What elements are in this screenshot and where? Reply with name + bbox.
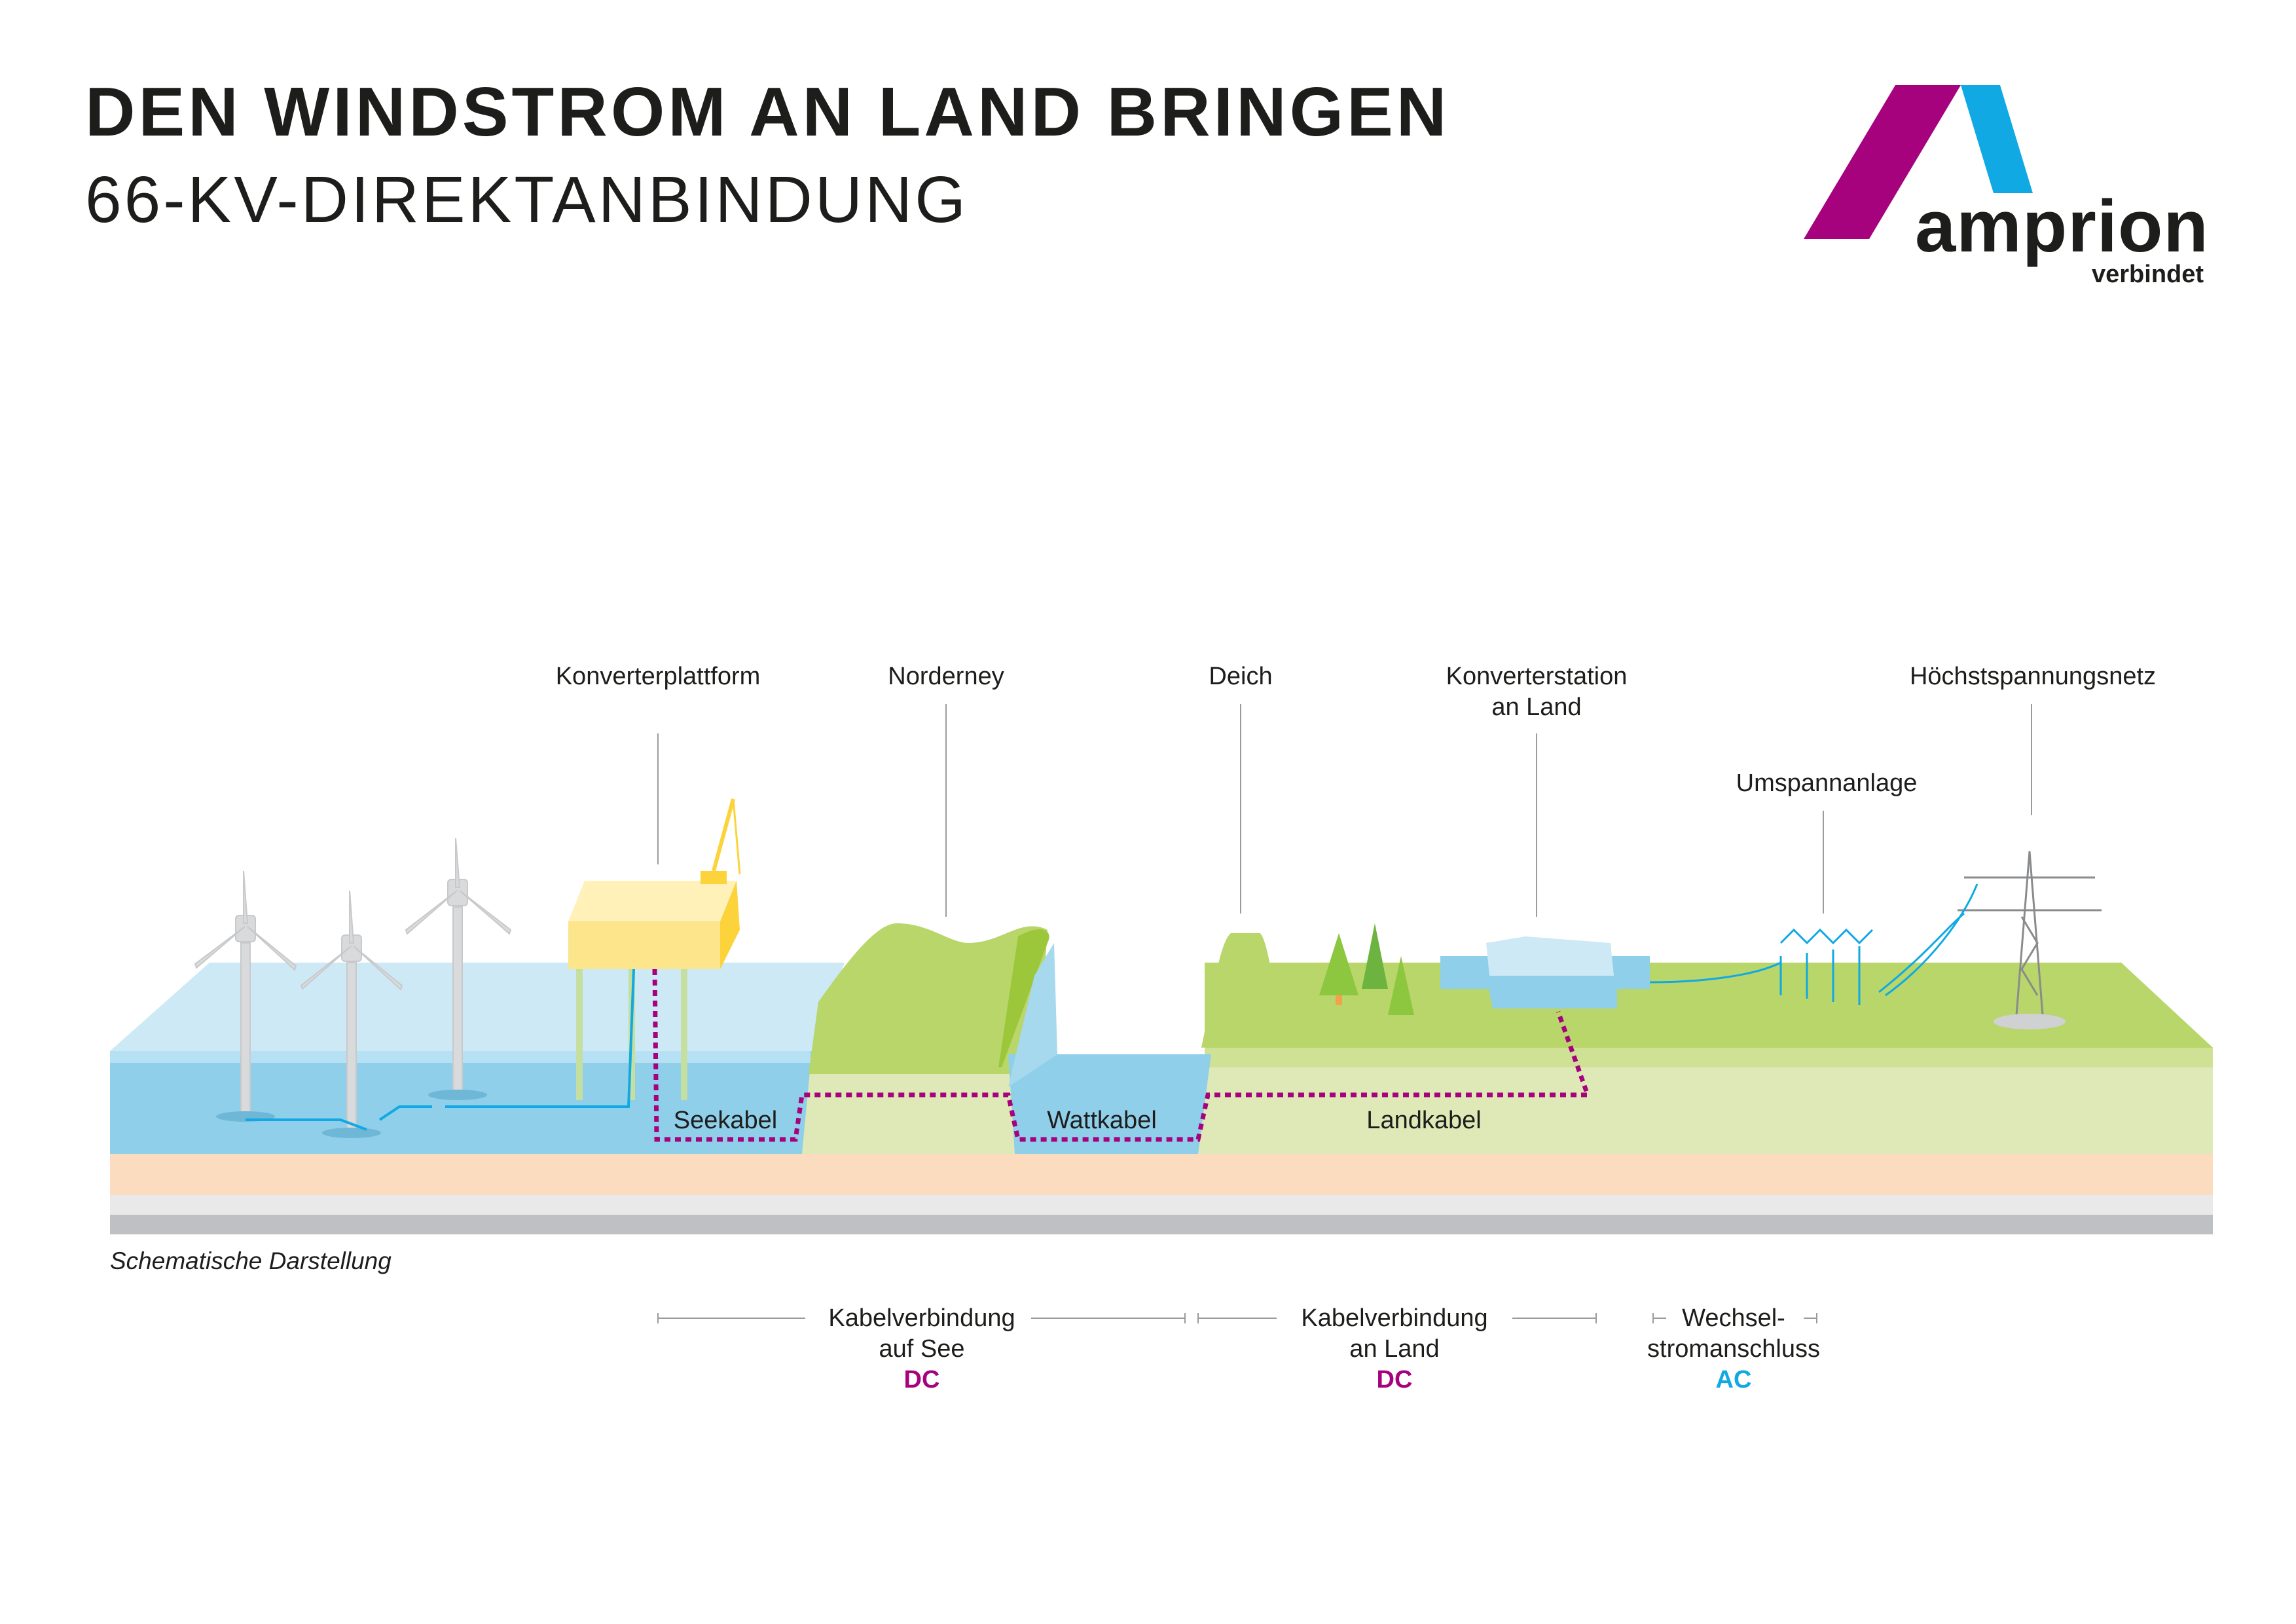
segment-sea-line1: Kabelverbindung: [828, 1304, 1015, 1332]
segment-land-type: DC: [1376, 1366, 1413, 1393]
segment-ac: Wechsel- stromanschluss AC: [1647, 1303, 1820, 1395]
segment-brackets: [657, 1313, 1817, 1323]
label-konverterstation: Konverterstation an Land: [1446, 661, 1628, 723]
segment-ac-line1: Wechsel-: [1682, 1304, 1785, 1332]
page-subtitle: 66-KV-DIREKTANBINDUNG: [85, 163, 969, 236]
wind-turbine-3: [405, 838, 512, 1094]
logo-wordmark: amprion: [1915, 185, 2209, 267]
segment-land-line2: an Land: [1349, 1335, 1440, 1363]
leader-lines: [657, 704, 2032, 917]
konverterplattform-platform: [568, 798, 741, 1100]
label-landkabel: Landkabel: [1366, 1107, 1482, 1134]
ac-cable: [246, 969, 635, 1131]
label-deich: Deich: [1209, 663, 1273, 690]
sand-layer: [110, 1154, 2213, 1195]
grey-layer: [110, 1195, 2213, 1215]
segment-land-line1: Kabelverbindung: [1301, 1304, 1488, 1332]
label-konverterplattform: Konverterplattform: [555, 663, 761, 690]
sea-body: [110, 1051, 812, 1154]
norderney-island: [809, 923, 1048, 1074]
wind-turbine-2: [300, 890, 403, 1130]
segment-ac-type: AC: [1715, 1366, 1752, 1393]
umspannanlage-substation: [1649, 928, 1874, 1005]
segment-sea-type: DC: [903, 1366, 940, 1393]
trees: [1319, 923, 1414, 1015]
wind-turbine-1: [194, 870, 297, 1114]
label-umspannanlage: Umspannanlage: [1736, 769, 1918, 797]
segment-land: Kabelverbindung an Land DC: [1301, 1303, 1487, 1395]
konverterstation-building: [1440, 936, 1650, 1008]
label-konverterstation-line1: Konverterstation: [1446, 663, 1628, 690]
watt-channel: [1008, 1054, 1211, 1154]
label-seekabel: Seekabel: [673, 1107, 778, 1134]
dc-cable: [652, 969, 1591, 1142]
segment-sea: Kabelverbindung auf See DC: [828, 1303, 1015, 1395]
deich: [1201, 933, 1283, 1048]
schematic-note: Schematische Darstellung: [110, 1247, 392, 1274]
bedrock-layer: [110, 1215, 2213, 1234]
label-hoechstspannungsnetz: Höchstspannungsnetz: [1909, 663, 2157, 690]
amprion-logo-mark: [1804, 85, 2033, 239]
segment-sea-line2: auf See: [879, 1335, 965, 1363]
label-wattkabel: Wattkabel: [1047, 1107, 1157, 1134]
label-konverterstation-line2: an Land: [1491, 693, 1582, 721]
hoechstspannungsnetz-pylon: [1878, 851, 2102, 1016]
sea-surface: [110, 963, 845, 1051]
label-norderney: Norderney: [888, 663, 1004, 690]
segment-ac-line2: stromanschluss: [1647, 1335, 1820, 1363]
logo-tagline: verbindet: [2092, 261, 2204, 288]
page-title: DEN WINDSTROM AN LAND BRINGEN: [85, 73, 1450, 151]
